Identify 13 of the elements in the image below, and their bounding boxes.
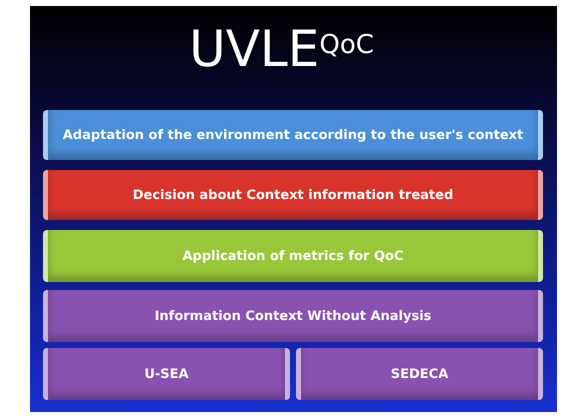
layer-bar bbox=[43, 290, 543, 342]
layer-bar bbox=[43, 110, 543, 160]
layer-label: Information Context Without Analysis bbox=[154, 308, 432, 324]
layer-label: Application of metrics for QoC bbox=[181, 248, 405, 264]
layer-label: U-SEA bbox=[143, 366, 190, 382]
layer-label: Decision about Context information treated bbox=[132, 188, 454, 202]
layer-bar bbox=[43, 170, 543, 220]
layer-label: Adaptation of the environment according to the user's context bbox=[62, 128, 524, 142]
layer-bar bbox=[296, 348, 543, 400]
layer-bar bbox=[43, 348, 290, 400]
diagram-title: UVLE$^{QoC}$ bbox=[188, 19, 375, 80]
layer-label: SEDECA bbox=[390, 366, 450, 382]
layer-bar bbox=[43, 230, 543, 282]
